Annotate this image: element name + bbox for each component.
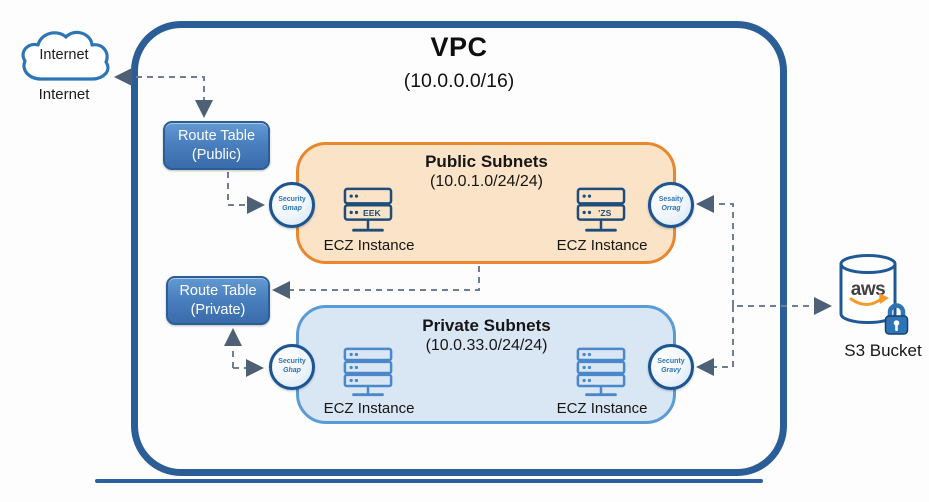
security-group-icon: Security Ghap bbox=[269, 344, 315, 390]
route-table-public: Route Table (Public) bbox=[163, 121, 270, 170]
security-group-icon: Secunty Gravy bbox=[648, 344, 694, 390]
security-group-label: Gravy bbox=[661, 367, 681, 374]
route-table-private-line2: (Private) bbox=[190, 301, 246, 318]
vpc-title: VPC bbox=[430, 32, 488, 62]
server-icon: EEK bbox=[343, 187, 393, 232]
security-group-label: Secunty bbox=[657, 358, 685, 366]
public-subnet-cidr: (10.0.1.0/24/24) bbox=[430, 173, 543, 190]
server-badge-text: 'ZS bbox=[598, 208, 611, 218]
private-subnet-cidr: (10.0.33.0/24/24) bbox=[425, 337, 548, 354]
security-group-label: Gmap bbox=[282, 205, 302, 212]
server-icon bbox=[343, 347, 393, 397]
security-group-label: Security bbox=[278, 358, 306, 366]
security-group-icon: Security Gmap bbox=[269, 182, 315, 228]
route-table-public-line2: (Public) bbox=[191, 146, 242, 163]
bottom-accent-bar bbox=[95, 479, 763, 483]
s3-bucket-label: S3 Bucket bbox=[844, 341, 922, 360]
vpc-cidr: (10.0.0.0/16) bbox=[403, 70, 515, 92]
vpc-container bbox=[131, 21, 787, 476]
private-subnet-box bbox=[296, 305, 676, 424]
instance-label: ECZ Instance bbox=[323, 400, 415, 417]
route-table-public-line1: Route Table bbox=[177, 127, 256, 144]
s3-bucket-icon: aws bbox=[839, 254, 909, 335]
server-badge-text: EEK bbox=[363, 208, 382, 218]
security-group-label: Ghap bbox=[283, 367, 301, 374]
server-icon: 'ZS bbox=[576, 187, 626, 232]
public-subnet-title: Public Subnets bbox=[425, 152, 548, 171]
instance-label: ECZ Instance bbox=[556, 400, 648, 417]
security-group-icon: Sesaity Orrag bbox=[648, 182, 694, 228]
private-subnet-title: Private Subnets bbox=[422, 316, 551, 335]
aws-smile-icon bbox=[849, 297, 883, 306]
instance-label: ECZ Instance bbox=[556, 237, 648, 254]
route-table-private-line1: Route Table bbox=[179, 282, 257, 299]
aws-logo-text: aws bbox=[851, 279, 885, 300]
internet-cloud-label: Internet bbox=[39, 47, 89, 63]
instance-label: ECZ Instance bbox=[323, 237, 415, 254]
server-icon bbox=[576, 347, 626, 397]
security-group-label: Orrag bbox=[661, 205, 681, 212]
internet-caption: Internet bbox=[38, 86, 90, 103]
lock-icon bbox=[884, 303, 909, 335]
internet-cloud-icon bbox=[21, 30, 110, 81]
security-group-label: Sesaity bbox=[658, 196, 684, 204]
route-table-private: Route Table (Private) bbox=[166, 276, 270, 325]
security-group-label: Security bbox=[278, 196, 306, 204]
